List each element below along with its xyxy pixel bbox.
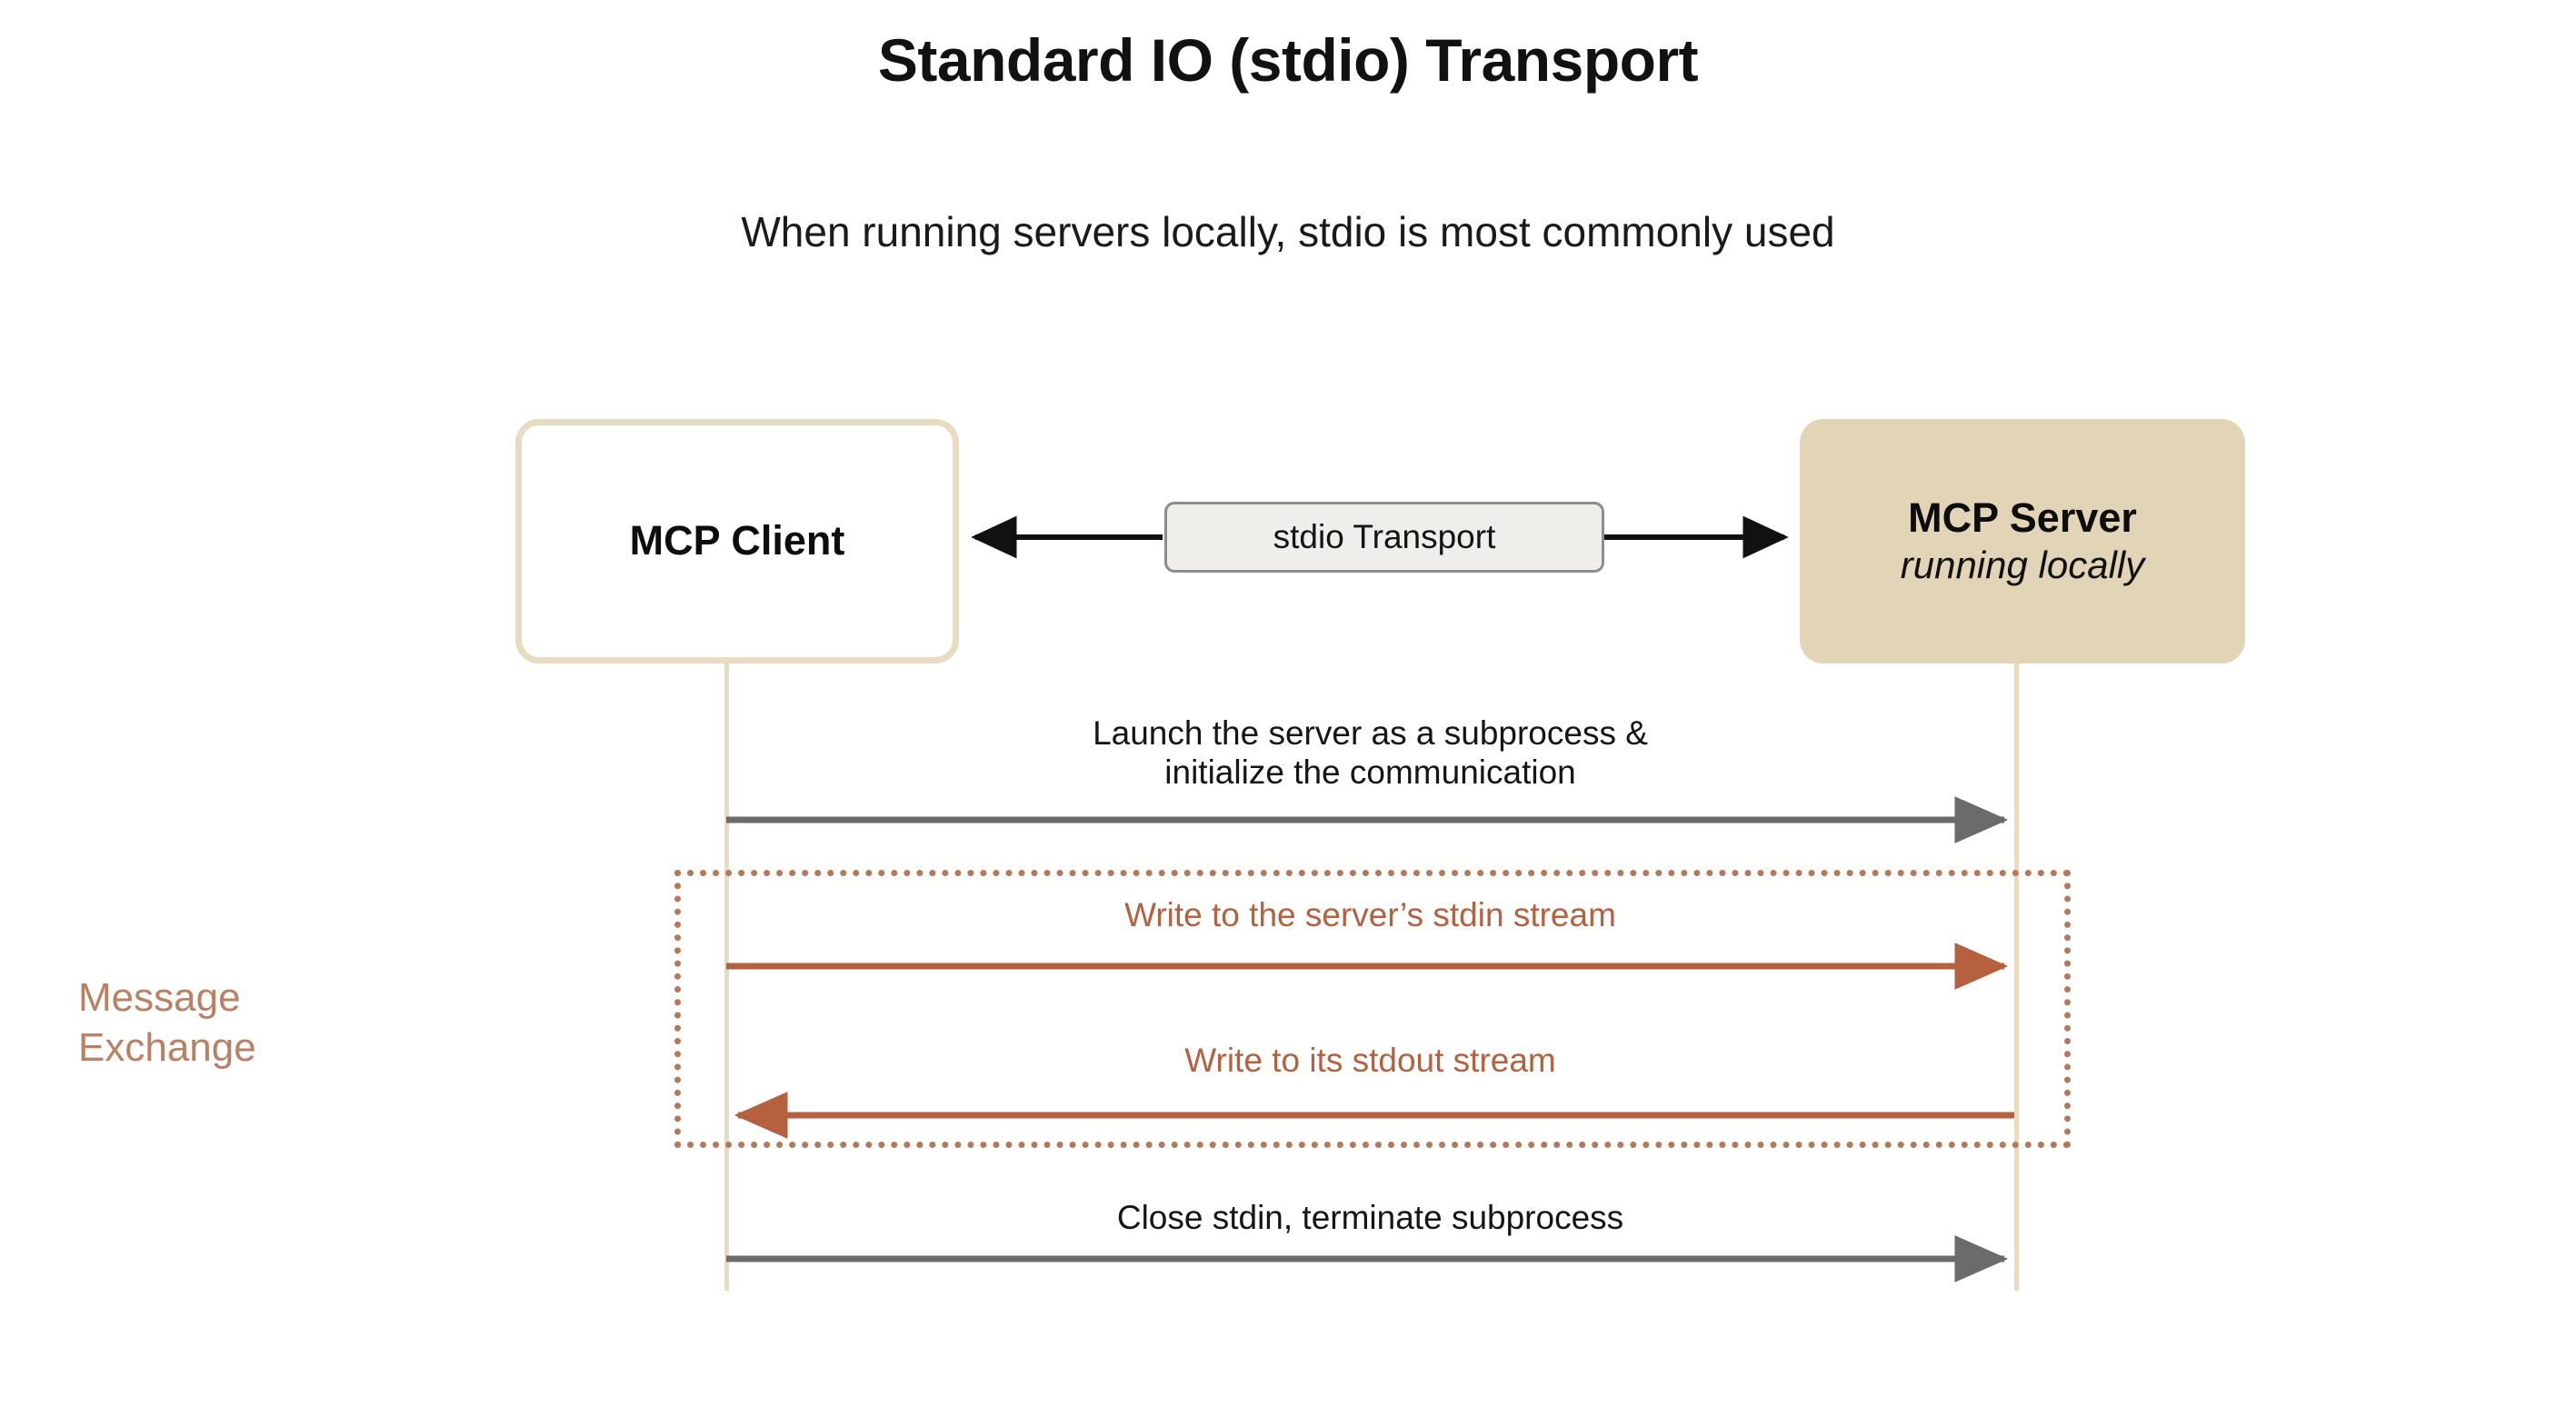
- participant-mcp-server[interactable]: MCP Server running locally: [1800, 419, 2245, 664]
- message-exchange-label-line2: Exchange: [78, 1025, 256, 1070]
- participant-mcp-server-title: MCP Server: [1908, 494, 2137, 541]
- participant-mcp-client-title: MCP Client: [629, 517, 845, 564]
- message-label-launch-line1: Launch the server as a subprocess &: [1093, 714, 1648, 752]
- message-label-launch-line2: initialize the communication: [1164, 753, 1576, 792]
- page-subtitle: When running servers locally, stdio is m…: [741, 208, 1835, 255]
- transport-label-text: stdio Transport: [1273, 518, 1496, 555]
- page-title: Standard IO (stdio) Transport: [877, 26, 1699, 94]
- lifeline-server: [2014, 662, 2019, 1291]
- message-label-close-stdin: Close stdin, terminate subprocess: [1116, 1199, 1624, 1236]
- message-exchange-label-line1: Message: [78, 975, 241, 1020]
- transport-label-pill[interactable]: stdio Transport: [1164, 502, 1604, 573]
- message-exchange-group-label: Message Exchange: [78, 973, 469, 1073]
- message-label-write-stdin: Write to the server’s stdin stream: [1124, 896, 1616, 933]
- message-label-launch-subprocess: Launch the server as a subprocess & init…: [726, 714, 2014, 793]
- message-label-write-stdout: Write to its stdout stream: [1184, 1042, 1556, 1079]
- participant-mcp-server-subtitle: running locally: [1900, 544, 2145, 587]
- lifeline-client: [724, 662, 729, 1291]
- transport-bidirectional-arrow: [971, 515, 1789, 559]
- participant-mcp-client[interactable]: MCP Client: [515, 419, 959, 664]
- message-exchange-group-frame: [674, 870, 2071, 1148]
